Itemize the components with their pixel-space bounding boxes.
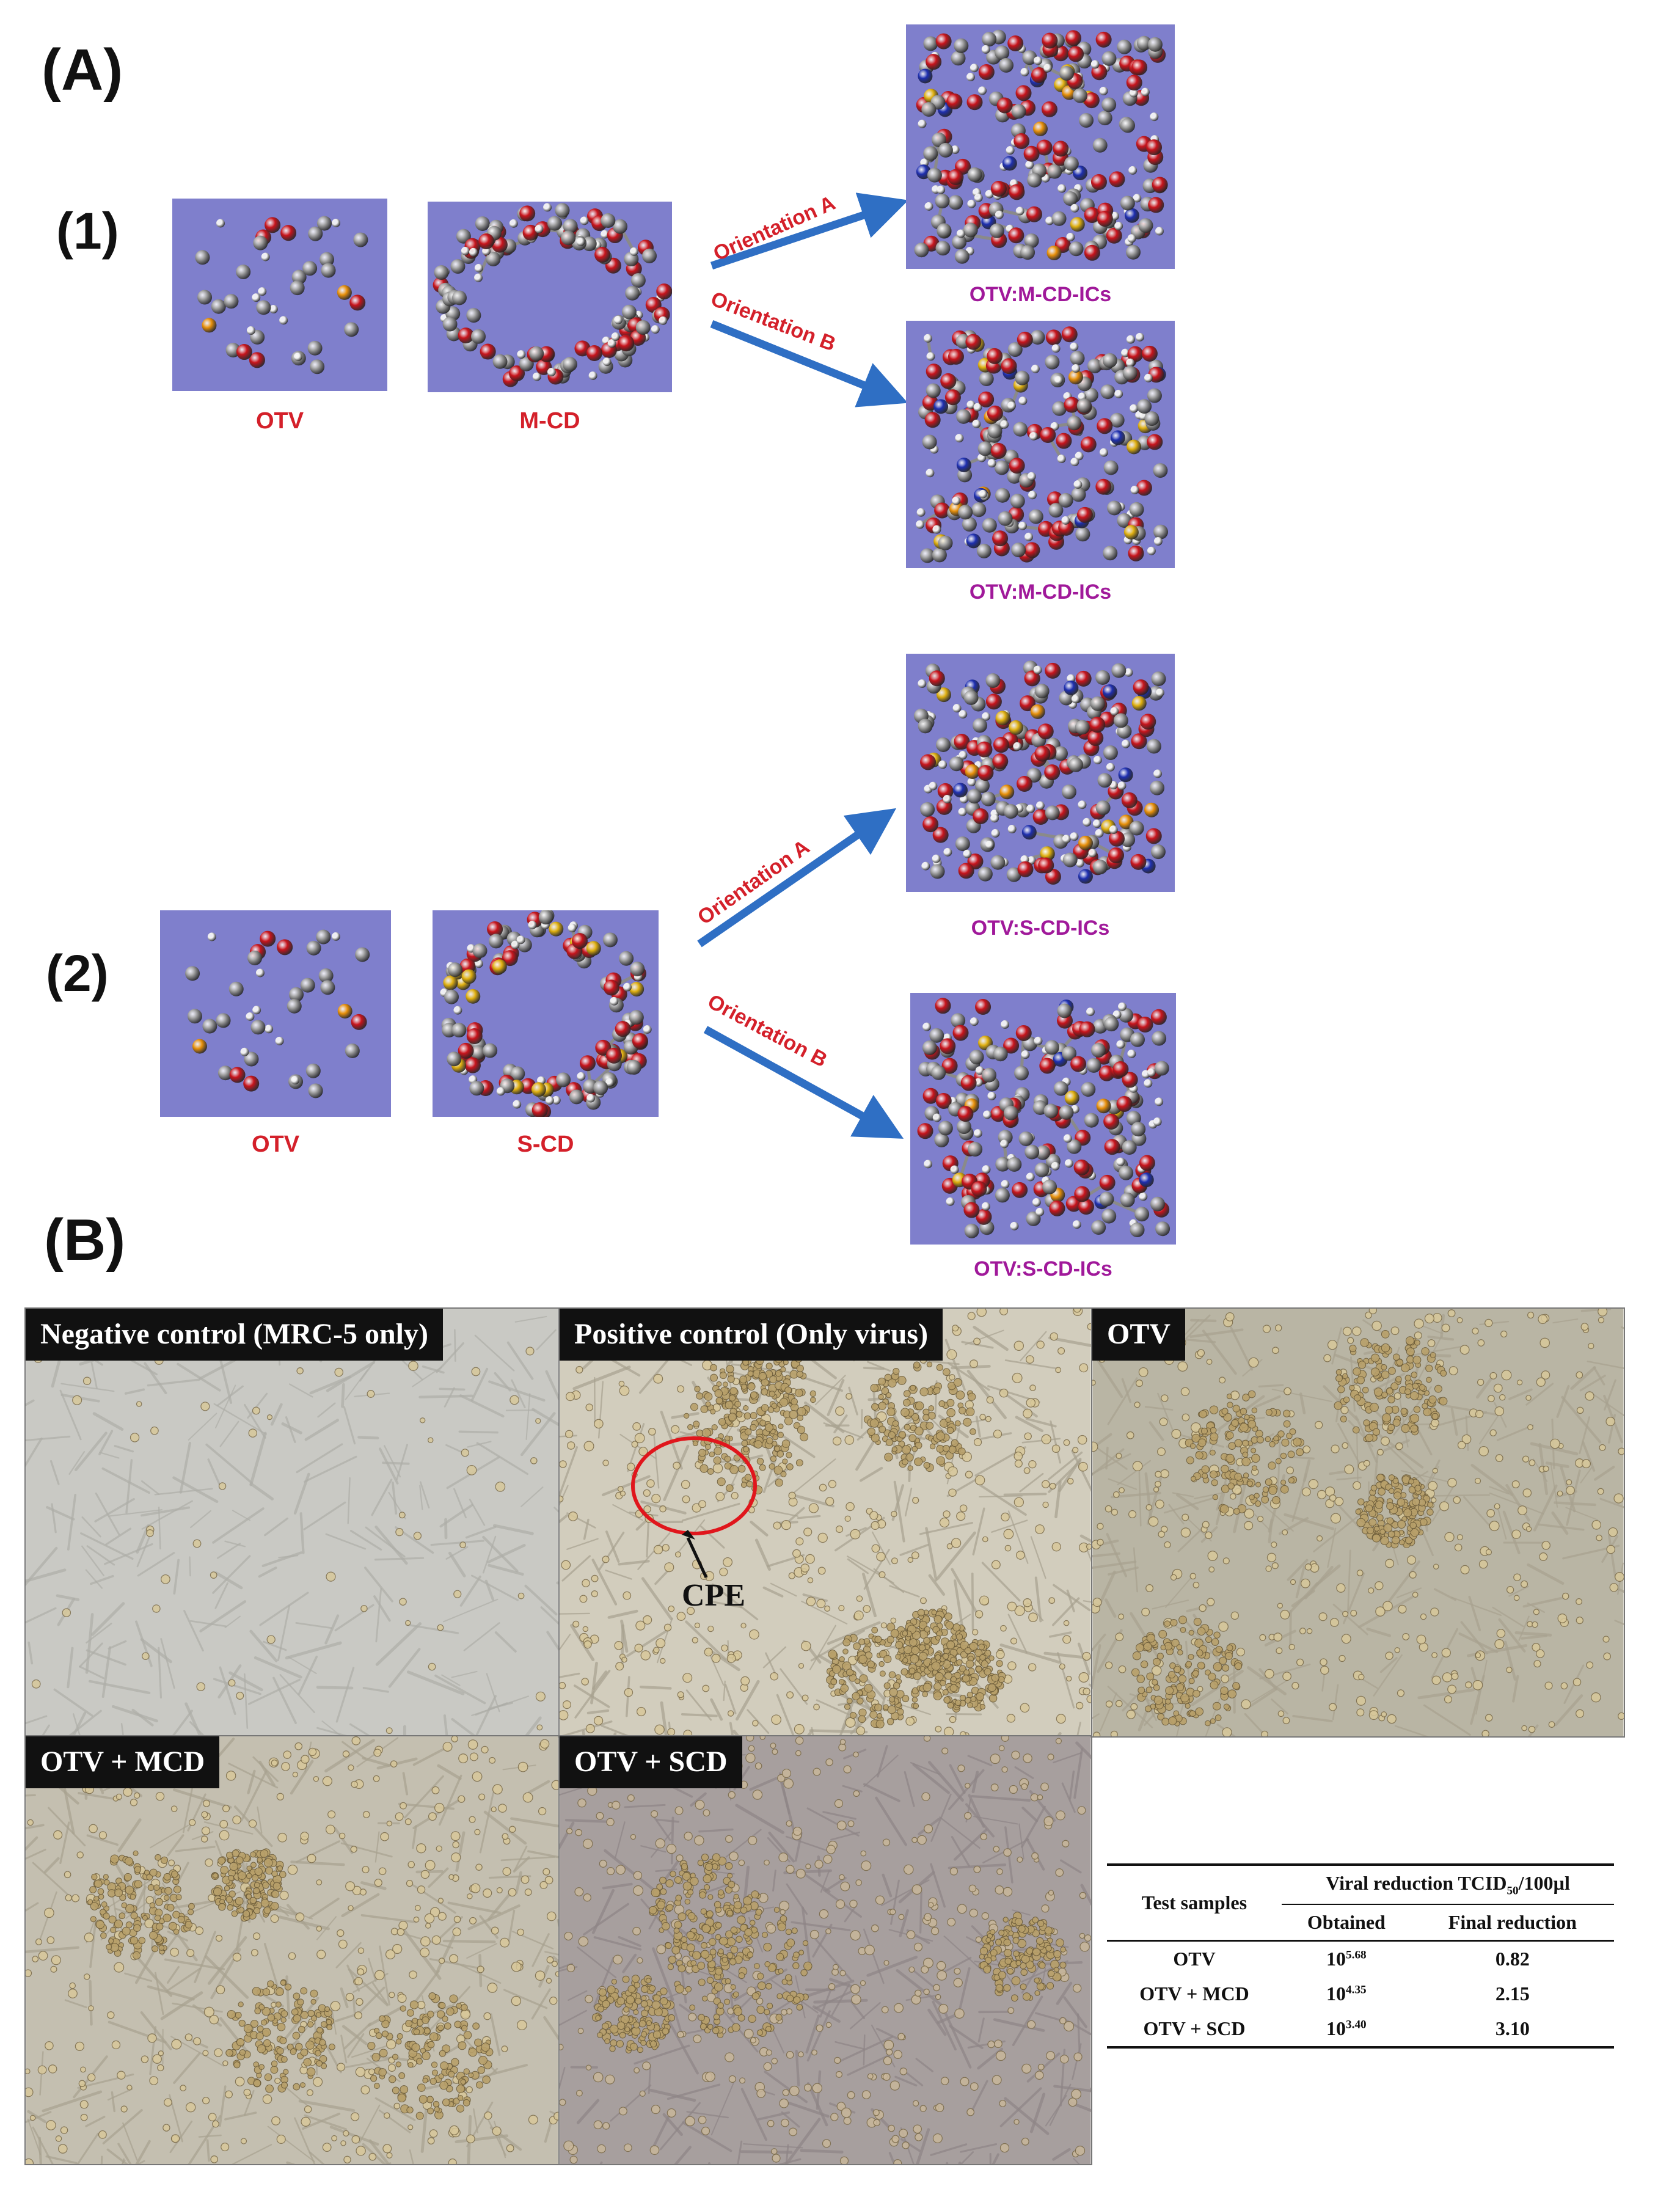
cpe-arrow-head (682, 1530, 695, 1540)
micrograph-positive-control-label: Positive control (Only virus) (560, 1309, 943, 1361)
m-cd-molecule-render (433, 203, 672, 387)
otv-label-1: OTV (255, 408, 304, 434)
m-cd-complex-a (906, 24, 1175, 269)
otv-molecule-1-render (195, 216, 368, 375)
micrograph-positive-control: Positive control (Only virus) CPE (558, 1307, 1092, 1738)
obtained-base: 10 (1326, 1983, 1346, 2005)
table-row: OTV + SCD 103.40 3.10 (1107, 2011, 1614, 2048)
cell-final: 0.82 (1495, 1948, 1530, 1970)
m-cd-complex-b-render (916, 326, 1168, 563)
panel-b-letter: (B) (44, 1207, 126, 1273)
cell-obtained: 104.35 (1282, 1976, 1411, 2011)
s-cd-complex-a-label: OTV:S-CD-ICs (971, 916, 1110, 940)
obtained-base: 10 (1326, 1948, 1346, 1970)
micrograph-otv-scd-label: OTV + SCD (560, 1736, 742, 1788)
m-cd-complex-a-render (914, 29, 1168, 264)
s-cd-complex-b-render (917, 998, 1171, 1238)
table-row: OTV 105.68 0.82 (1107, 1941, 1614, 1977)
cell-sample: OTV (1173, 1948, 1216, 1970)
orientation-b-arrow-1 (710, 320, 908, 408)
m-cd-molecule (428, 202, 672, 392)
otv-molecule-1 (172, 199, 387, 391)
cell-sample: OTV + MCD (1139, 1983, 1249, 2005)
cpe-circle (631, 1436, 757, 1535)
s-cd-complex-b (910, 993, 1176, 1245)
otv-molecule-2-render (185, 929, 370, 1098)
orientation-a-arrow-2 (697, 808, 897, 948)
cpe-annotation (631, 1436, 757, 1579)
otv-label-2: OTV (251, 1131, 300, 1157)
micrograph-otv-mcd-label: OTV + MCD (26, 1736, 220, 1788)
table-row: OTV + MCD 104.35 2.15 (1107, 1976, 1614, 2011)
cpe-label: CPE (682, 1578, 745, 1613)
orientation-arrows-2 (697, 808, 904, 1139)
micrograph-otv-label: OTV (1092, 1309, 1186, 1361)
panel-a-letter: (A) (42, 37, 123, 103)
group-header-suffix: /100µl (1518, 1872, 1570, 1894)
s-cd-molecule-render (440, 910, 652, 1117)
col-group-viral-reduction: Viral reduction TCID50/100µl (1282, 1865, 1614, 1906)
micrograph-negative-control-label: Negative control (MRC-5 only) (26, 1309, 443, 1361)
cell-sample: OTV + SCD (1143, 2017, 1246, 2040)
micrograph-otv-mcd: OTV + MCD (24, 1735, 560, 2165)
s-cd-label: S-CD (517, 1131, 574, 1157)
m-cd-complex-b (906, 321, 1175, 568)
row-1-number: (1) (56, 202, 119, 260)
col-test-samples: Test samples (1107, 1865, 1282, 1942)
obtained-exp: 5.68 (1346, 1948, 1367, 1962)
group-header-prefix: Viral reduction TCID (1326, 1872, 1507, 1894)
micrograph-otv-scd-render (560, 1736, 1091, 2164)
cell-obtained: 105.68 (1282, 1941, 1411, 1977)
m-cd-complex-a-label: OTV:M-CD-ICs (969, 283, 1112, 306)
viral-reduction-table: Test samples Viral reduction TCID50/100µ… (1107, 1863, 1614, 2049)
s-cd-molecule (433, 910, 659, 1117)
col-final-reduction: Final reduction (1448, 1911, 1577, 1934)
orientation-a-arrow-1 (710, 192, 908, 270)
col-obtained: Obtained (1307, 1911, 1386, 1934)
micrograph-negative-control-render (26, 1309, 558, 1736)
s-cd-complex-a (906, 654, 1175, 892)
micrograph-otv-mcd-render (26, 1736, 558, 2164)
s-cd-complex-b-label: OTV:S-CD-ICs (974, 1257, 1112, 1281)
micrograph-positive-control-render (560, 1309, 1091, 1736)
group-header-sub: 50 (1507, 1884, 1519, 1898)
micrograph-negative-control: Negative control (MRC-5 only) (24, 1307, 560, 1738)
cell-final: 3.10 (1495, 2017, 1530, 2040)
orientation-arrows-1 (710, 192, 908, 408)
obtained-exp: 3.40 (1346, 2018, 1367, 2031)
m-cd-complex-b-label: OTV:M-CD-ICs (969, 580, 1112, 604)
obtained-base: 10 (1326, 2017, 1346, 2040)
obtained-exp: 4.35 (1346, 1983, 1367, 1997)
cell-obtained: 103.40 (1282, 2011, 1411, 2047)
row-2-number: (2) (46, 945, 109, 1002)
cpe-arrow (686, 1537, 708, 1579)
micrograph-otv-render (1092, 1309, 1624, 1736)
m-cd-label: M-CD (519, 408, 580, 434)
micrograph-otv-scd: OTV + SCD (558, 1735, 1092, 2165)
otv-molecule-2 (160, 910, 391, 1117)
s-cd-complex-a-render (913, 660, 1166, 885)
orientation-b-arrow-2 (703, 1026, 904, 1139)
cell-final: 2.15 (1495, 1983, 1530, 2005)
micrograph-otv: OTV (1091, 1307, 1625, 1738)
